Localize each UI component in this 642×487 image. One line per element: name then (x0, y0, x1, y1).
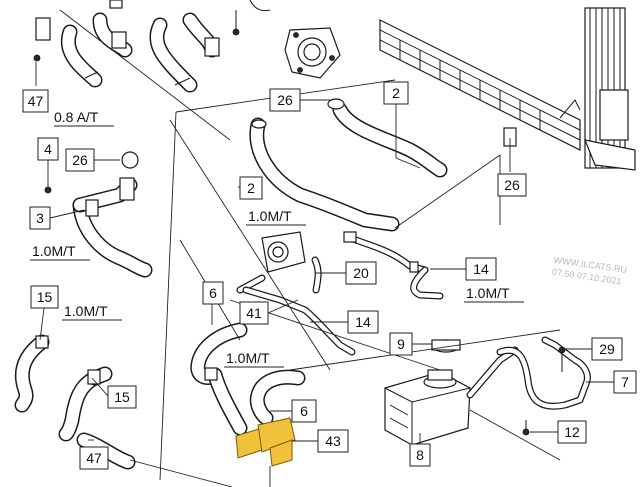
callout-4[interactable]: 4 (37, 137, 59, 161)
callout-20[interactable]: 20 (345, 261, 377, 285)
section-label-1-0-mt: 1.0M/T (248, 208, 292, 224)
svg-text:3: 3 (36, 210, 44, 226)
callout-2[interactable]: 2 (383, 81, 409, 105)
hose-2-lower (249, 117, 400, 232)
part-43-highlighted[interactable] (235, 417, 296, 467)
callout-26[interactable]: 26 (269, 88, 301, 112)
callouts: 47 4 26 3 15 15 47 26 (22, 81, 637, 470)
section-label-1-0-mt: 1.0M/T (226, 350, 270, 366)
callout-15[interactable]: 15 (30, 285, 59, 309)
svg-text:14: 14 (473, 261, 489, 277)
callout-41[interactable]: 41 (239, 301, 269, 325)
callout-47[interactable]: 47 (79, 446, 109, 470)
leader-lines (35, 9, 614, 487)
svg-text:26: 26 (277, 92, 293, 108)
callout-9[interactable]: 9 (389, 332, 413, 356)
section-label-1-0-mt: 1.0M/T (466, 285, 510, 301)
callout-6[interactable]: 6 (202, 281, 224, 305)
section-label-0-8-at: 0.8 A/T (54, 109, 99, 125)
throttle-body (236, 231, 322, 294)
svg-text:6: 6 (300, 403, 308, 419)
section-label-1-0-mt: 1.0M/T (32, 243, 76, 259)
svg-text:12: 12 (564, 424, 580, 440)
svg-text:2: 2 (392, 85, 400, 101)
svg-text:15: 15 (114, 389, 130, 405)
svg-text:14: 14 (355, 314, 371, 330)
callout-43[interactable]: 43 (317, 429, 349, 453)
hose-3 (44, 151, 153, 278)
callout-2[interactable]: 2 (239, 176, 263, 200)
thermostat-housing (249, 0, 341, 79)
callout-29[interactable]: 29 (591, 337, 623, 361)
section-labels: 0.8 A/T 1.0M/T 1.0M/T 1.0M/T 1.0M/T 1.0M… (30, 109, 524, 368)
callout-26[interactable]: 26 (497, 173, 527, 197)
callout-6[interactable]: 6 (291, 399, 317, 423)
callout-26[interactable]: 26 (65, 148, 95, 172)
svg-text:2: 2 (247, 180, 255, 196)
radiator (379, 7, 636, 171)
hose-group-top-left (33, 0, 240, 93)
callout-15[interactable]: 15 (107, 385, 137, 409)
svg-text:9: 9 (397, 336, 405, 352)
svg-text:4: 4 (44, 141, 52, 157)
callout-12[interactable]: 12 (557, 420, 587, 444)
callout-3[interactable]: 3 (29, 206, 51, 230)
svg-text:29: 29 (599, 341, 615, 357)
callout-7[interactable]: 7 (613, 370, 637, 394)
callout-14[interactable]: 14 (347, 310, 379, 334)
callout-47[interactable]: 47 (22, 89, 49, 113)
svg-text:26: 26 (72, 152, 88, 168)
hose-2-upper (327, 98, 448, 178)
expansion-tank (384, 339, 519, 446)
hose-6 (190, 322, 306, 436)
svg-text:41: 41 (246, 305, 262, 321)
svg-text:43: 43 (325, 433, 341, 449)
hose-14 (242, 231, 444, 356)
svg-text:20: 20 (353, 265, 369, 281)
svg-text:26: 26 (504, 177, 520, 193)
svg-text:8: 8 (416, 447, 424, 463)
svg-text:15: 15 (37, 289, 53, 305)
section-label-1-0-mt: 1.0M/T (64, 303, 108, 319)
callout-8[interactable]: 8 (409, 443, 431, 467)
svg-text:47: 47 (28, 93, 44, 109)
watermark: WWW.ILCATS.RU 07.58 07.10.2021 (551, 255, 627, 287)
callout-14[interactable]: 14 (465, 257, 497, 281)
svg-text:7: 7 (621, 374, 629, 390)
svg-text:47: 47 (86, 450, 102, 466)
svg-text:6: 6 (209, 285, 217, 301)
pipe-7 (496, 336, 591, 436)
